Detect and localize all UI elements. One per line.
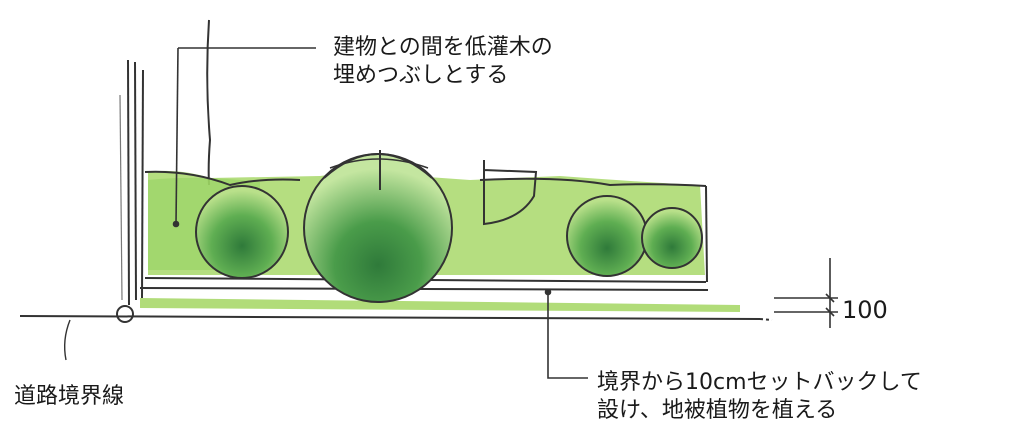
- road-boundary-line: [19, 305, 773, 361]
- annotation-setback-line1: 境界から10cmセットバックして: [597, 370, 922, 395]
- shrub-small-left: [195, 185, 289, 279]
- structure-outline: [483, 160, 538, 226]
- leader-bottom: [544, 288, 588, 379]
- dimension-label: 100: [842, 296, 888, 324]
- annotation-setback-line2: 設け、地被植物を植える: [597, 398, 838, 423]
- building-wall: [119, 59, 144, 306]
- building-edge: [206, 19, 212, 186]
- shrub-small-far-right: [641, 207, 703, 269]
- dimension-mark: [774, 258, 838, 328]
- road-boundary-label: 道路境界線: [14, 384, 125, 409]
- annotation-top-line1: 建物との間を低灌木の: [333, 35, 553, 60]
- annotation-top: 建物との間を低灌木の 埋めつぶしとする: [333, 34, 553, 90]
- leader-top: [172, 47, 316, 228]
- annotation-top-line2: 埋めつぶしとする: [333, 63, 509, 88]
- shrub-small-right: [566, 195, 648, 277]
- shrub-large-center: [303, 150, 453, 303]
- annotation-setback: 境界から10cmセットバックして 設け、地被植物を植える: [597, 369, 922, 425]
